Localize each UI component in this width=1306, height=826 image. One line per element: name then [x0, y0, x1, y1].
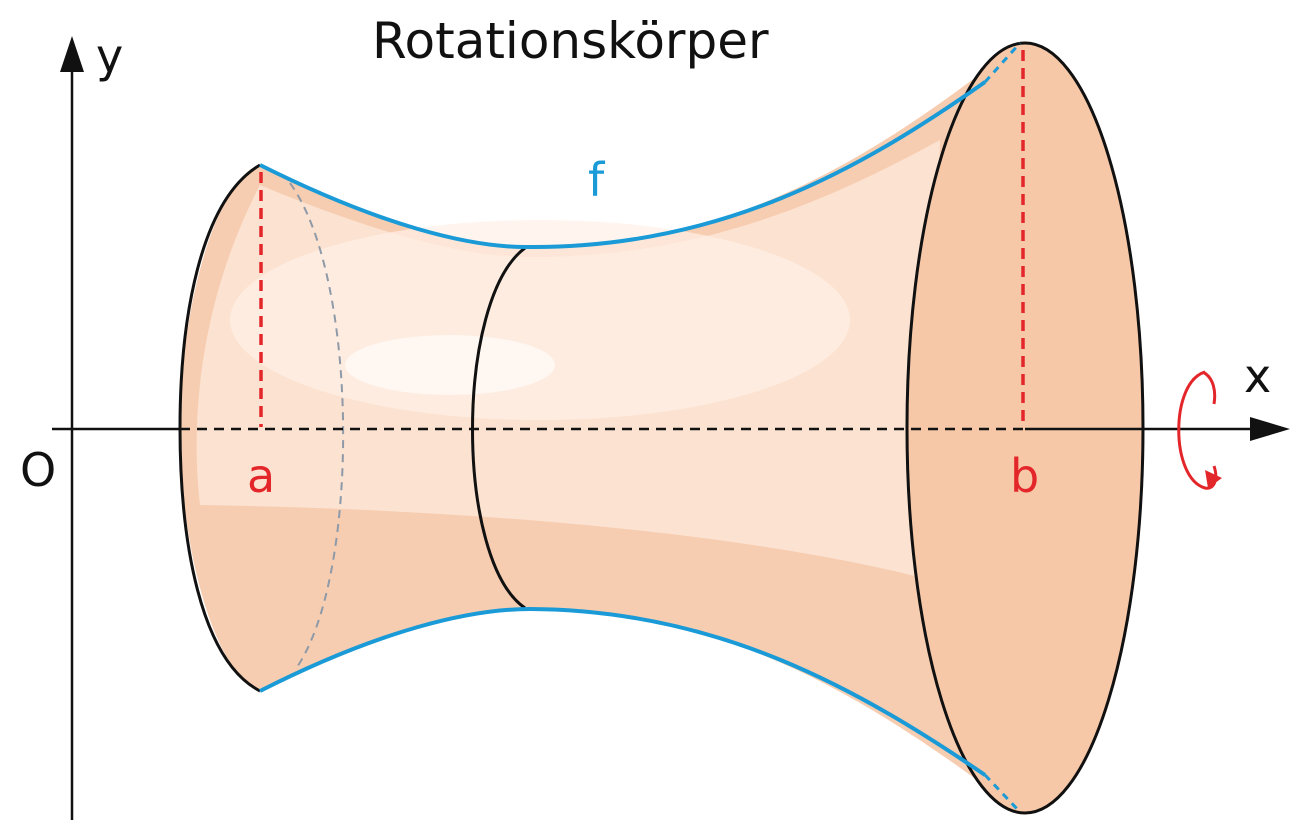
- origin-label: O: [20, 443, 56, 497]
- function-label: f: [588, 153, 606, 207]
- function-curve-top: [259, 80, 987, 250]
- x-axis-label: x: [1244, 349, 1271, 403]
- function-curve-bottom: [259, 606, 987, 777]
- y-axis-arrowhead: [60, 36, 84, 72]
- rotation-arrow-icon: [1177, 370, 1222, 490]
- function-curve-top-hidden: [983, 41, 1022, 84]
- function-curve-bottom-hidden: [983, 773, 1022, 814]
- surface-highlight-small: [345, 335, 555, 395]
- diagram-title: Rotationskörper: [372, 12, 769, 70]
- upper-bound-label: b: [1010, 449, 1039, 503]
- x-axis-arrowhead: [1250, 417, 1290, 441]
- lower-bound-label: a: [247, 449, 275, 503]
- surface-highlight-large: [230, 220, 850, 420]
- y-axis-label: y: [96, 29, 123, 83]
- left-disc-hidden-edge: [289, 182, 345, 671]
- y-axis: [60, 36, 84, 820]
